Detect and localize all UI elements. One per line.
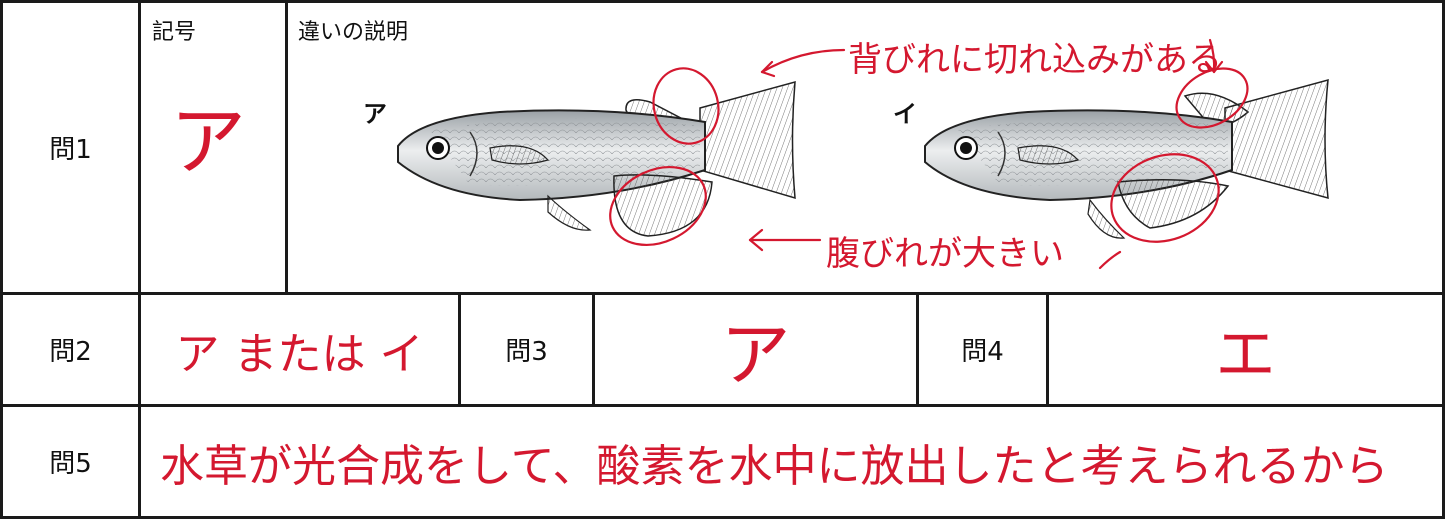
q5-label: 問5 xyxy=(49,449,92,479)
q3-answer: ア xyxy=(720,314,791,396)
col-divider-symbol xyxy=(285,0,288,293)
q5-answer: 水草が光合成をして、酸素を水中に放出したと考えられるから xyxy=(160,440,1389,492)
border-right xyxy=(1442,0,1445,519)
q1-symbol-answer: ア xyxy=(170,97,246,186)
q2-answer: ア または イ xyxy=(175,328,424,380)
fish-b xyxy=(924,78,1329,239)
col-divider-q3-label xyxy=(458,292,461,406)
col-divider-q4-answer xyxy=(1046,292,1049,406)
fish-comparison-illustration xyxy=(397,38,1329,270)
row-divider-2 xyxy=(0,404,1445,407)
annotation-dorsal-fin: 背びれに切れ込みがある xyxy=(848,40,1222,80)
q2-label: 問2 xyxy=(49,337,92,367)
q1-label: 問1 xyxy=(49,135,92,165)
q1-description-header: 違いの説明 xyxy=(298,20,409,45)
q4-label: 問4 xyxy=(961,337,1004,367)
q4-answer: エ xyxy=(1215,320,1276,390)
row-divider-1 xyxy=(0,292,1445,295)
fish-b-label: イ xyxy=(893,100,917,128)
col-divider-q4-label xyxy=(916,292,919,406)
col-divider-q3-answer xyxy=(592,292,595,406)
fish-a-label: ア xyxy=(363,100,387,128)
fish-a xyxy=(397,80,796,237)
q3-label: 問3 xyxy=(505,337,548,367)
q1-symbol-header: 記号 xyxy=(152,20,197,45)
border-bottom xyxy=(0,516,1445,519)
col-divider-label xyxy=(138,0,141,519)
border-top xyxy=(0,0,1445,3)
border-left xyxy=(0,0,3,519)
annotation-anal-fin: 腹びれが大きい xyxy=(826,234,1064,274)
